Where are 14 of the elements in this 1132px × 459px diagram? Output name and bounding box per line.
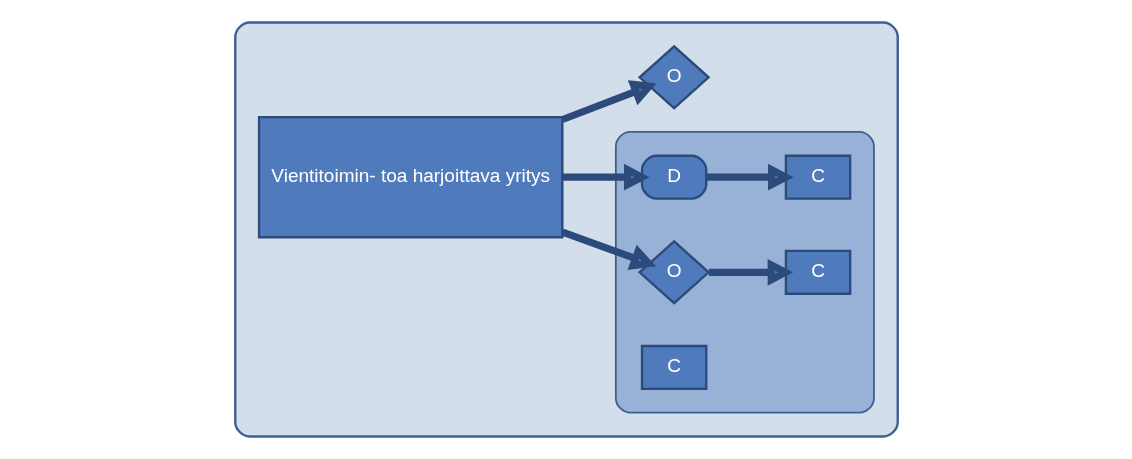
- cluster: [614, 131, 875, 414]
- node-box: C: [640, 344, 707, 391]
- cluster: [233, 21, 899, 438]
- arrow: [705, 163, 794, 191]
- arrow: [708, 258, 793, 286]
- node-box: C: [784, 249, 851, 295]
- arrow: [562, 163, 649, 191]
- node-box: C: [784, 154, 851, 200]
- node-diamond: O: [637, 239, 710, 305]
- node-box: D: [640, 154, 707, 200]
- node-box: Vientitoimin- toa harjoittava yritys: [257, 115, 564, 239]
- arrow: [560, 228, 656, 271]
- arrow: [560, 80, 656, 123]
- node-diamond: O: [637, 44, 710, 110]
